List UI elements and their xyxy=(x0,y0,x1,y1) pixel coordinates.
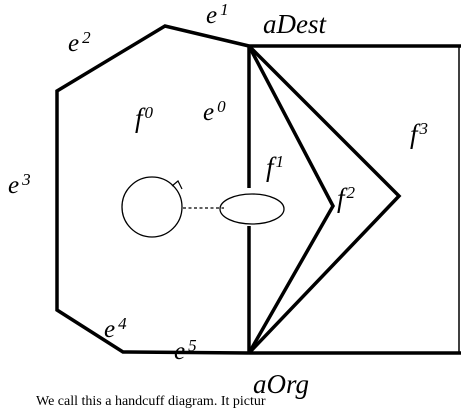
vertex-label-dest: aDest xyxy=(263,9,327,39)
handcuff-left-loop xyxy=(121,176,183,238)
handcuff-right-loop xyxy=(219,193,285,225)
caption-text: We call this a handcuff diagram. It pict… xyxy=(36,394,266,409)
inner-wedge xyxy=(247,45,335,354)
handcuff-arrow-icon xyxy=(171,180,183,190)
outer-boundary xyxy=(55,24,250,355)
vertex-label-org: aOrg xyxy=(253,369,309,399)
outer-wedge xyxy=(247,44,402,355)
